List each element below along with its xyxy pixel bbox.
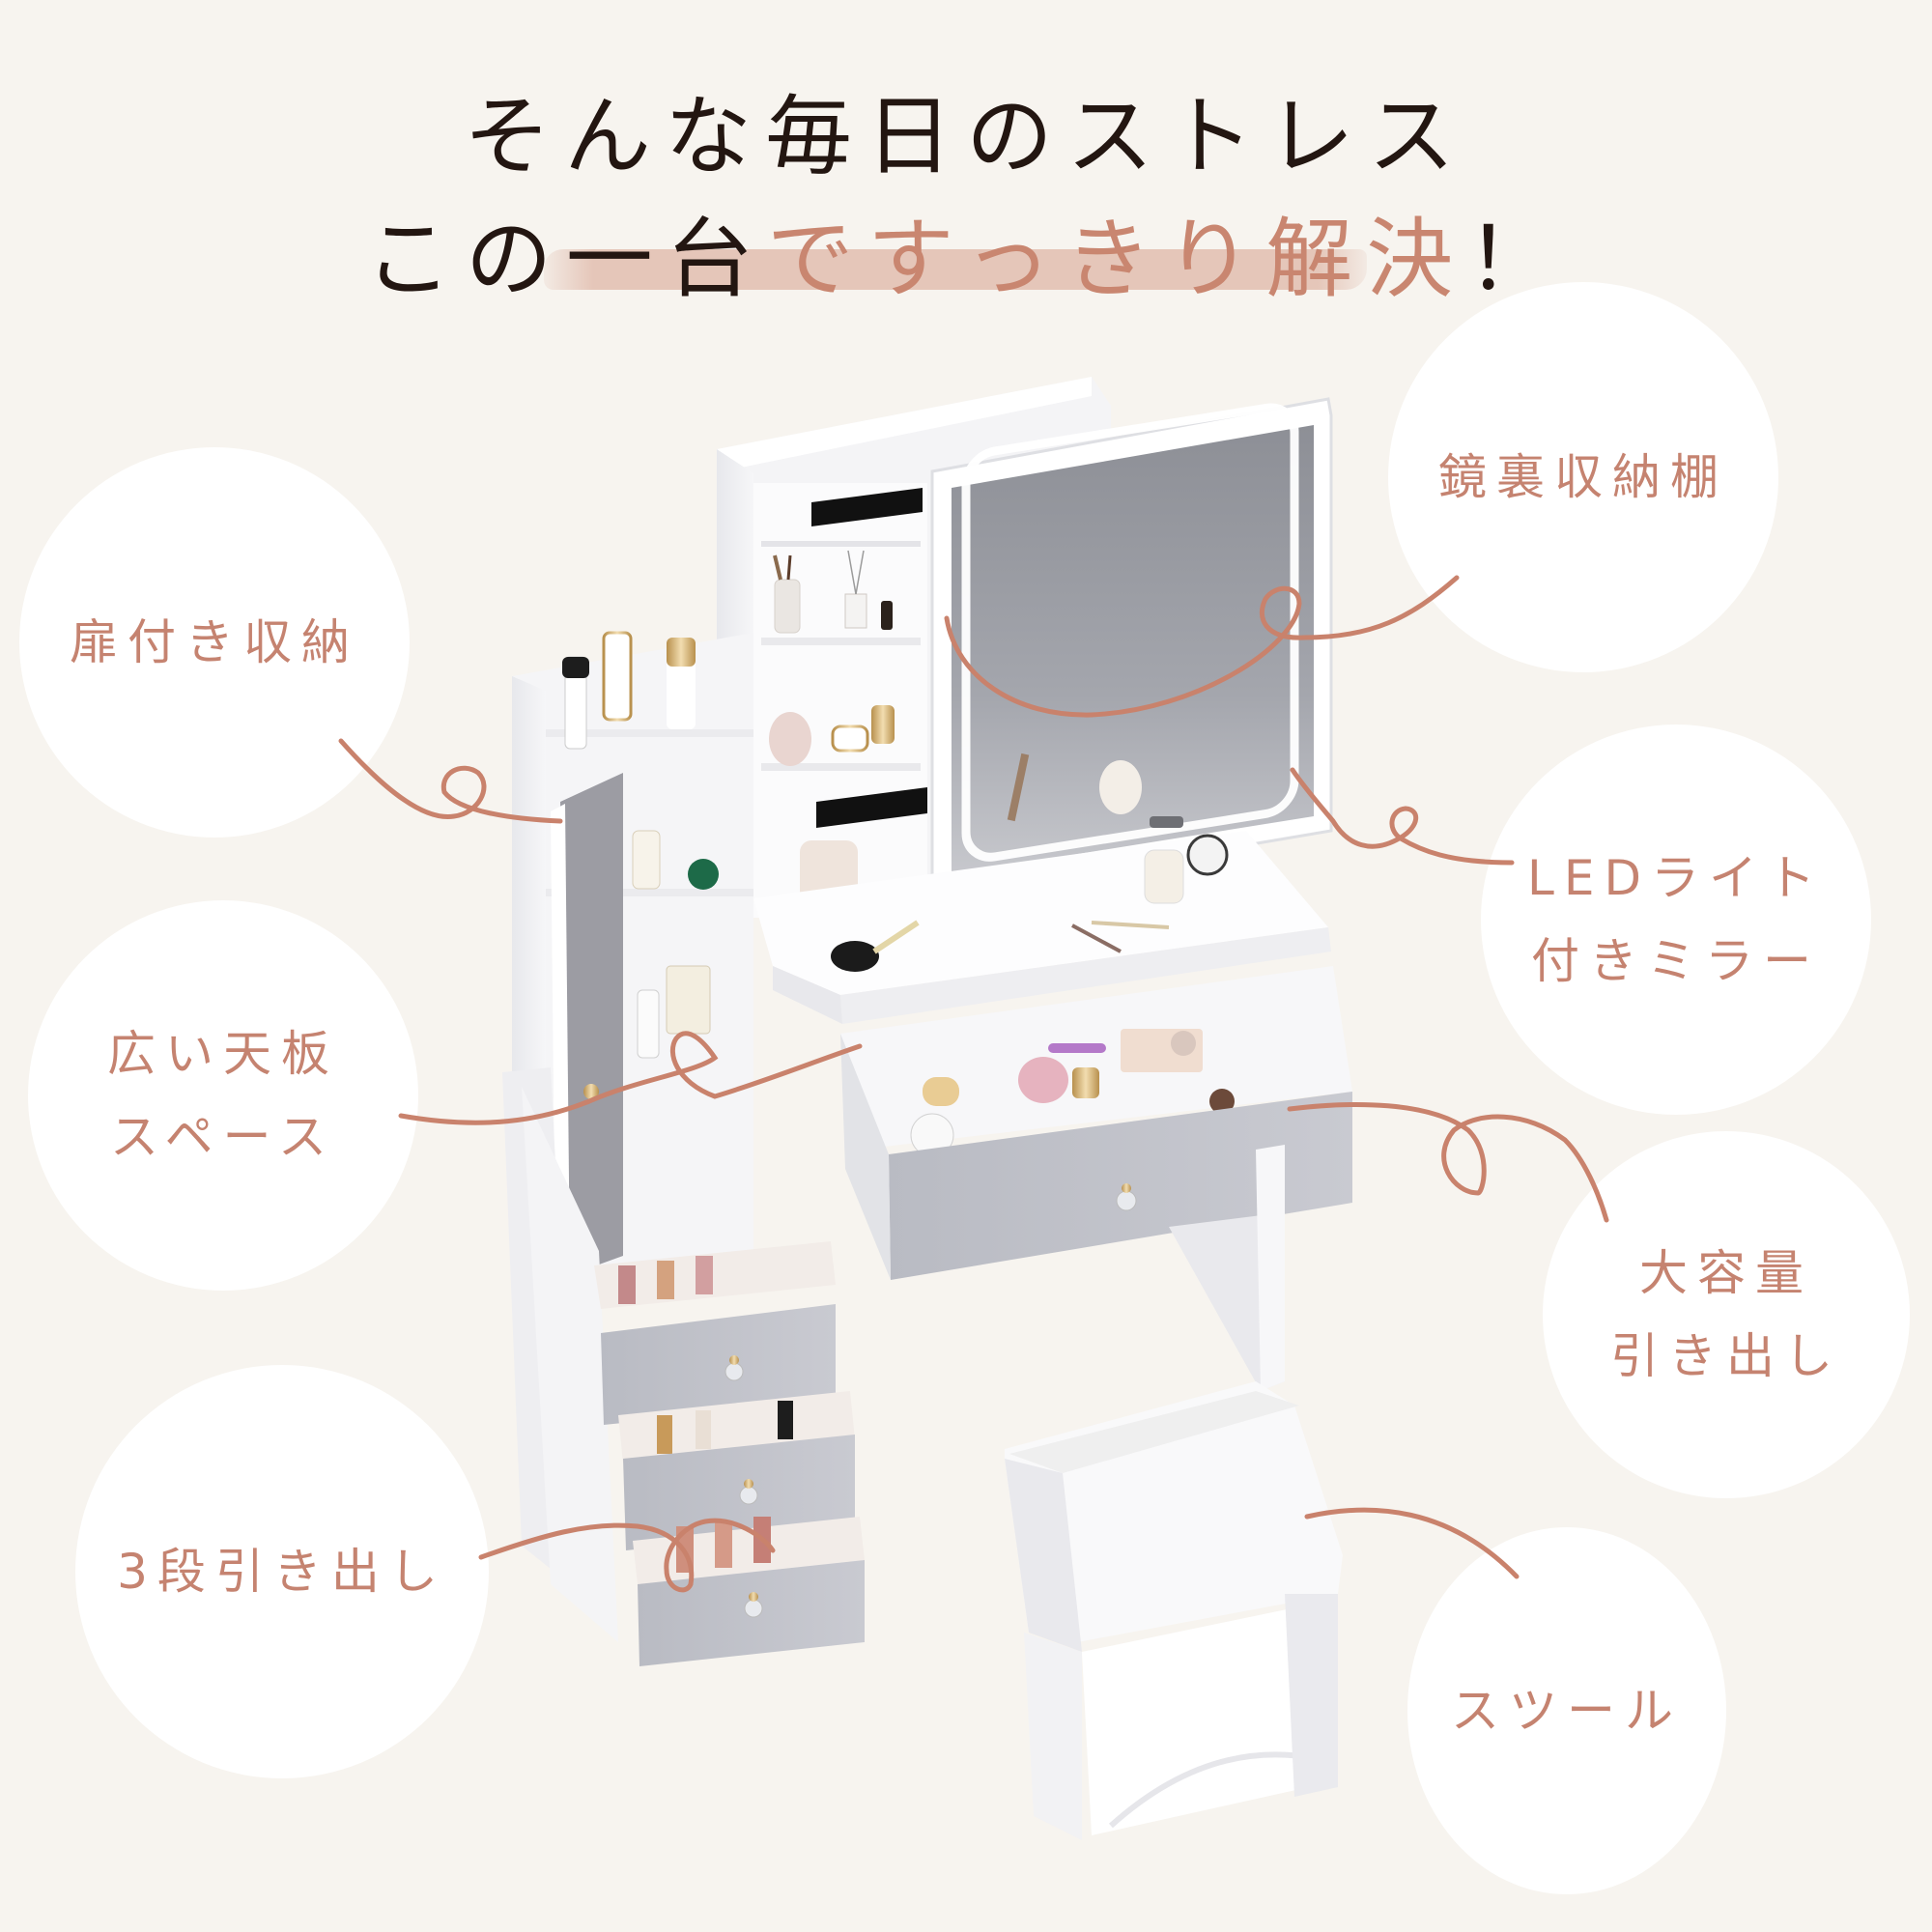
feature-label: 引き出し	[1610, 1328, 1842, 1384]
connector-large-drawer	[1287, 1101, 1609, 1223]
desk-top	[753, 831, 1331, 1024]
feature-label: 鏡裏収納棚	[1438, 449, 1728, 505]
connector-wide-top	[398, 1031, 863, 1125]
brush-stroke-highlight	[544, 249, 1367, 290]
feature-label: 扉付き収納	[70, 614, 359, 670]
drawer-column	[502, 1067, 618, 1642]
feature-label: スペース	[110, 1109, 336, 1165]
feature-label: 3段引き出し	[117, 1544, 447, 1600]
connector-mirror-back-shelf	[944, 575, 1460, 718]
feature-bubble-mirror-back-shelf: 鏡裏収納棚	[1388, 282, 1778, 672]
stool-illustration	[1005, 1381, 1343, 1840]
feature-bubble-door-storage: 扉付き収納	[19, 447, 410, 838]
connector-led-mirror	[1290, 767, 1515, 866]
feature-label: 大容量	[1639, 1245, 1813, 1301]
headline-line-1: そんな毎日のストレス	[464, 86, 1468, 187]
feature-label: 付きミラー	[1531, 933, 1821, 989]
connector-three-drawers	[478, 1518, 776, 1593]
desk-leg	[1169, 1212, 1285, 1391]
feature-bubble-three-drawers: 3段引き出し	[75, 1365, 489, 1778]
headline-plain: この一台	[364, 209, 767, 310]
headline-accent: ですっきり解決	[766, 209, 1467, 310]
feature-bubble-wide-top: 広い天板 スペース	[28, 900, 418, 1291]
feature-bubble-stool: スツール	[1407, 1527, 1726, 1894]
center-drawer	[840, 966, 1352, 1280]
side-cabinet	[512, 631, 753, 1285]
feature-bubble-led-mirror: LEDライト 付きミラー	[1481, 724, 1871, 1115]
feature-label: スツール	[1451, 1683, 1683, 1739]
headline-line-2: この一台ですっきり解決！	[0, 188, 1932, 314]
back-cabinet	[717, 377, 1111, 927]
headline: そんな毎日のストレス この一台ですっきり解決！	[0, 0, 1932, 310]
headline-exclamation: ！	[1466, 209, 1568, 310]
three-drawers	[594, 1241, 865, 1666]
feature-bubble-large-drawer: 大容量 引き出し	[1543, 1131, 1910, 1498]
feature-label: LEDライト	[1527, 850, 1825, 906]
feature-label: 広い天板	[107, 1026, 339, 1082]
led-mirror	[930, 397, 1333, 900]
